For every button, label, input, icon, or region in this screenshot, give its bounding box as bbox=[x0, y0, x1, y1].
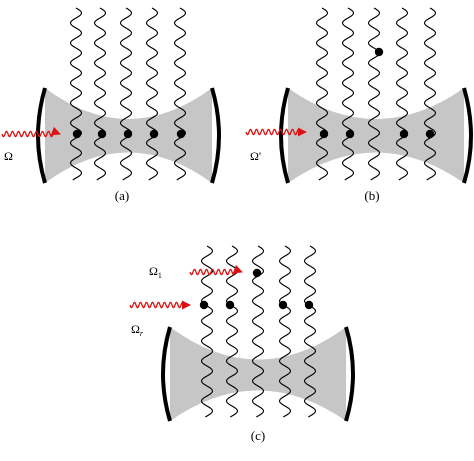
panel-c: Ω1 Ωr (c) bbox=[129, 245, 355, 443]
left-mirror-c bbox=[161, 326, 172, 422]
atom bbox=[425, 129, 435, 139]
right-mirror-a bbox=[210, 87, 221, 184]
drive-field-b bbox=[245, 127, 307, 137]
drive-label-c-bottom-sub: r bbox=[140, 329, 144, 338]
drive-label-c-bottom: Ωr bbox=[131, 322, 144, 338]
wavefunction-line bbox=[315, 7, 329, 181]
atom bbox=[304, 300, 314, 310]
drive-field-a bbox=[1, 126, 61, 138]
atom bbox=[345, 129, 355, 139]
atom bbox=[399, 129, 409, 139]
right-mirror-b bbox=[462, 87, 473, 184]
panel-a: Ω (a) bbox=[1, 7, 221, 203]
atom bbox=[149, 129, 159, 139]
atom bbox=[123, 129, 133, 139]
drive-label-c-top-main: Ω bbox=[149, 264, 158, 278]
wavefunction-line bbox=[303, 245, 317, 418]
caption-a: (a) bbox=[115, 188, 129, 203]
right-mirror-c bbox=[344, 326, 355, 422]
atom bbox=[225, 300, 235, 310]
wavefunction-line bbox=[93, 7, 107, 181]
left-mirror-b bbox=[279, 87, 290, 184]
caption-b: (b) bbox=[364, 188, 379, 203]
atom bbox=[199, 300, 209, 310]
atoms-c bbox=[199, 268, 314, 310]
left-mirror-a bbox=[36, 87, 47, 184]
atoms-b bbox=[319, 47, 435, 139]
wavefunction-line bbox=[173, 7, 187, 181]
atom bbox=[176, 129, 186, 139]
drive-field-c-bottom bbox=[129, 300, 191, 310]
wavefunctions-b bbox=[315, 7, 437, 181]
atom bbox=[319, 129, 329, 139]
excited-atom bbox=[374, 47, 384, 57]
drive-label-b: Ω' bbox=[250, 149, 261, 163]
drive-label-c-bottom-main: Ω bbox=[131, 322, 140, 336]
cavity-mode-b bbox=[288, 88, 464, 183]
atom bbox=[278, 300, 288, 310]
wavefunction-line bbox=[69, 7, 83, 181]
wavefunctions-a bbox=[69, 7, 187, 181]
wavefunction-line bbox=[423, 7, 437, 181]
wavefunction-line bbox=[367, 7, 381, 181]
wavefunction-line bbox=[145, 7, 159, 181]
atom bbox=[72, 129, 82, 139]
wavefunction-line bbox=[395, 7, 409, 181]
atoms-a bbox=[72, 129, 186, 139]
atom bbox=[97, 129, 107, 139]
panel-b: Ω' (b) bbox=[245, 7, 473, 203]
wavefunction-line bbox=[119, 7, 133, 181]
drive-field-c-top bbox=[189, 264, 243, 276]
drive-label-c-top: Ω1 bbox=[149, 264, 162, 280]
excited-atom bbox=[252, 268, 262, 278]
cavity-mode-c bbox=[170, 327, 346, 421]
wavefunction-line bbox=[341, 7, 355, 181]
drive-label-a: Ω bbox=[4, 149, 13, 163]
wavefunction-line bbox=[278, 245, 292, 418]
caption-c: (c) bbox=[251, 428, 265, 443]
drive-label-c-top-sub: 1 bbox=[158, 271, 162, 280]
